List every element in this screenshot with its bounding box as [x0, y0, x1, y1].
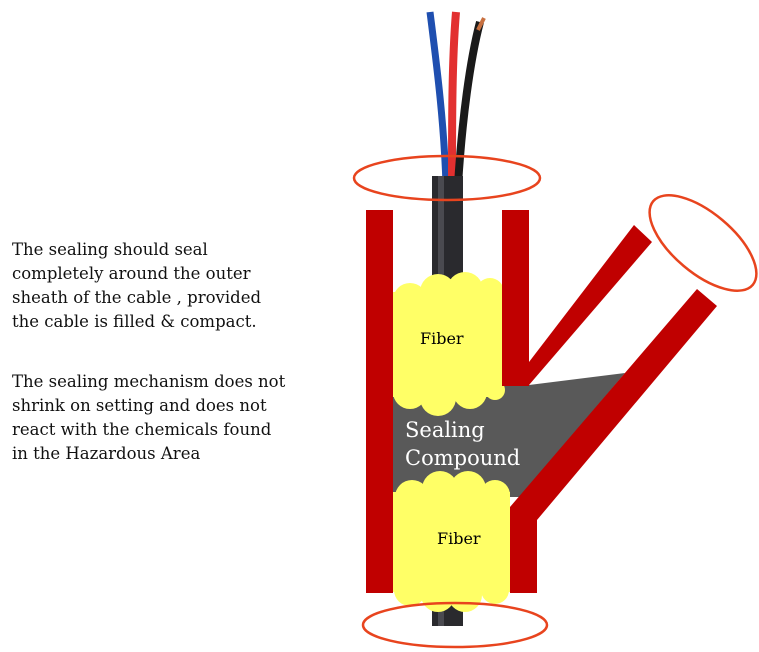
- sealing-note-1: The sealing should seal completely aroun…: [12, 240, 262, 331]
- compound-label-line2: Compound: [405, 446, 520, 470]
- top-seal-ring: [352, 154, 542, 202]
- fiber-lower-label: Fiber: [437, 529, 481, 548]
- sealing-note-2: The sealing mechanism does not shrink on…: [12, 372, 286, 463]
- fiber-upper: [393, 272, 505, 416]
- gland-body: [366, 210, 717, 593]
- compound-label-line1: Sealing: [405, 418, 485, 442]
- bottom-seal-ring: [361, 601, 549, 649]
- cable-wires: [426, 11, 486, 186]
- branch-seal-ring: [648, 194, 758, 292]
- seal-rings: [352, 154, 758, 649]
- fiber-upper-label: Fiber: [420, 329, 464, 348]
